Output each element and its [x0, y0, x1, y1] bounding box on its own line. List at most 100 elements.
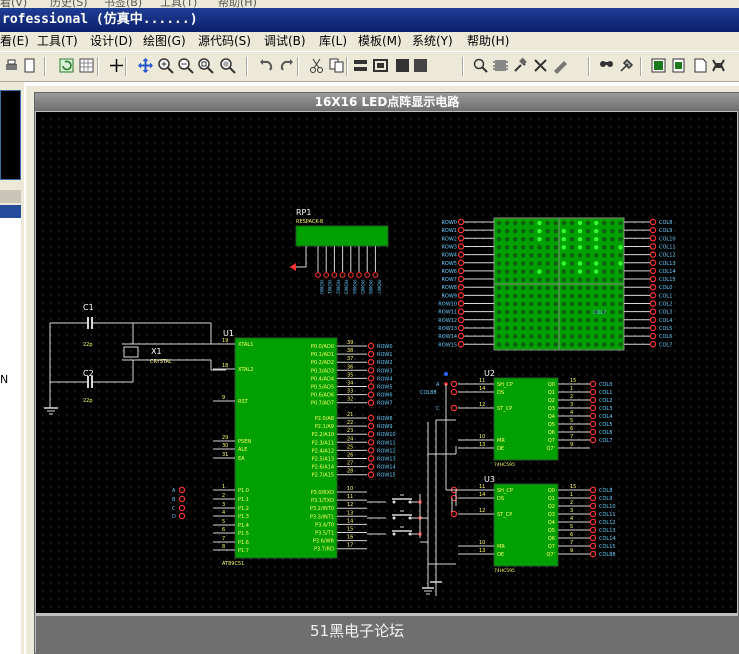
menu-template[interactable]: 模板(M)	[358, 34, 402, 48]
menu-bar: 看(E) 工具(T) 设计(D) 绘图(G) 源代码(S) 调试(B) 库(L) 模板(M) 系…	[0, 32, 739, 51]
led-dot	[610, 269, 615, 274]
led-dot	[602, 285, 607, 290]
led-dot	[602, 342, 607, 347]
design-explorer-icon[interactable]	[650, 57, 667, 74]
pan-icon[interactable]	[137, 57, 154, 74]
pin-terminal	[589, 526, 597, 534]
zoom-area-icon[interactable]	[219, 57, 236, 74]
zoom-fit-icon[interactable]	[197, 57, 214, 74]
property-icon[interactable]	[618, 57, 635, 74]
package-icon[interactable]	[512, 57, 529, 74]
u1-net-label: ROW14	[377, 465, 396, 471]
bill-icon[interactable]	[710, 57, 727, 74]
led-dot	[577, 228, 583, 234]
led-dot	[513, 318, 518, 323]
led-dot	[610, 326, 615, 331]
schematic-drawing[interactable]: C122pC222pX1CRYSTALU1AT89C5119XTAL118XTA…	[36, 112, 737, 613]
new-sheet-icon[interactable]	[670, 57, 687, 74]
remove-sheet-icon[interactable]	[692, 57, 709, 74]
browser-menu-item-0[interactable]: 看(V)	[0, 0, 28, 8]
menu-design[interactable]: 设计(D)	[90, 34, 133, 48]
pin-terminal	[367, 431, 375, 438]
u3-net-label: COL11	[599, 512, 616, 518]
grid-icon[interactable]	[78, 57, 95, 74]
cut-icon[interactable]	[308, 57, 325, 74]
menu-graph[interactable]: 绘图(G)	[143, 34, 186, 48]
u1-p1-net-label: C	[172, 506, 176, 512]
led-dot	[594, 309, 599, 315]
browser-menu-item-1[interactable]: 历史(S)	[50, 0, 88, 8]
u1-pin-number: 12	[347, 502, 353, 508]
refresh-icon[interactable]	[58, 57, 75, 74]
u1-p1-net-label: A	[172, 488, 176, 494]
redo-icon[interactable]	[278, 57, 295, 74]
print-icon[interactable]	[3, 57, 20, 74]
led-dot	[618, 261, 623, 266]
u1-pin-number: 15	[347, 527, 353, 533]
block-copy-icon[interactable]	[352, 57, 369, 74]
menu-help[interactable]: 帮助(H)	[467, 34, 510, 48]
u2-net-label: COL88	[420, 390, 437, 396]
led-dot	[561, 326, 566, 331]
u1-pin-number: 30	[222, 443, 228, 449]
led-dot	[618, 245, 623, 250]
browser-menu-item-4[interactable]: 帮助(H)	[218, 0, 257, 8]
u3-pin-number: 4	[570, 516, 573, 522]
matrix-row-label: ROW11	[438, 310, 457, 316]
browser-menu-item-3[interactable]: 工具(T)	[160, 0, 198, 8]
device-list[interactable]	[0, 218, 21, 654]
u1-pin-number: 35	[347, 372, 353, 378]
u1-pin-name: P2.6/A14	[312, 465, 334, 471]
make-device-icon[interactable]	[492, 57, 509, 74]
overview-window[interactable]	[0, 90, 21, 180]
u2-pin-name: Q4	[548, 414, 555, 420]
page-icon[interactable]	[21, 57, 38, 74]
menu-tools[interactable]: 工具(T)	[37, 34, 78, 48]
menu-debug[interactable]: 调试(B)	[264, 34, 306, 48]
u1-pin-number: 23	[347, 428, 353, 434]
pin-terminal	[589, 510, 597, 518]
origin-icon[interactable]	[108, 57, 125, 74]
wire-autoroute-icon[interactable]	[552, 57, 569, 74]
menu-source[interactable]: 源代码(S)	[198, 34, 251, 48]
undo-icon[interactable]	[258, 57, 275, 74]
led-dot	[553, 342, 558, 347]
led-dot	[513, 261, 518, 266]
u1-pin-name: XTAL1	[238, 342, 253, 348]
menu-library[interactable]: 库(L)	[319, 34, 348, 48]
block-delete-icon[interactable]	[412, 57, 429, 74]
u1-net-label: ROW12	[377, 448, 396, 454]
led-dot	[610, 253, 615, 258]
device-list-item[interactable]: N	[0, 373, 9, 386]
copy-icon[interactable]	[328, 57, 345, 74]
device-list-selected-item[interactable]	[0, 205, 21, 218]
zoom-in-icon[interactable]	[157, 57, 174, 74]
pick-device-icon[interactable]	[472, 57, 489, 74]
u2-part: 74HC595	[494, 462, 515, 468]
search-icon[interactable]	[598, 57, 615, 74]
led-dot	[577, 334, 583, 339]
u1-pin-number: 24	[347, 436, 353, 442]
u3-pin-number: 11	[479, 484, 485, 490]
matrix-row-label: ROW8	[441, 285, 457, 291]
u2-pin-number: 13	[479, 442, 485, 448]
decompose-icon[interactable]	[532, 57, 549, 74]
u1-net-label: ROW0	[377, 344, 393, 350]
zoom-out-icon[interactable]	[177, 57, 194, 74]
led-dot	[545, 253, 550, 258]
led-dot	[529, 228, 534, 234]
led-dot	[496, 334, 502, 339]
block-move-icon[interactable]	[372, 57, 389, 74]
block-rotate-icon[interactable]	[394, 57, 411, 74]
u3-pin-name: DS	[497, 496, 504, 502]
browser-menu-item-2[interactable]: 书签(B)	[104, 0, 143, 8]
led-dot	[602, 301, 607, 307]
led-dot	[545, 269, 550, 274]
menu-system[interactable]: 系统(Y)	[412, 34, 453, 48]
menu-view[interactable]: 看(E)	[0, 34, 29, 48]
pin-terminal	[367, 367, 375, 374]
led-dot	[504, 277, 510, 282]
u1-pin-number: 33	[347, 389, 353, 395]
matrix-col-label: COL3	[659, 310, 672, 316]
